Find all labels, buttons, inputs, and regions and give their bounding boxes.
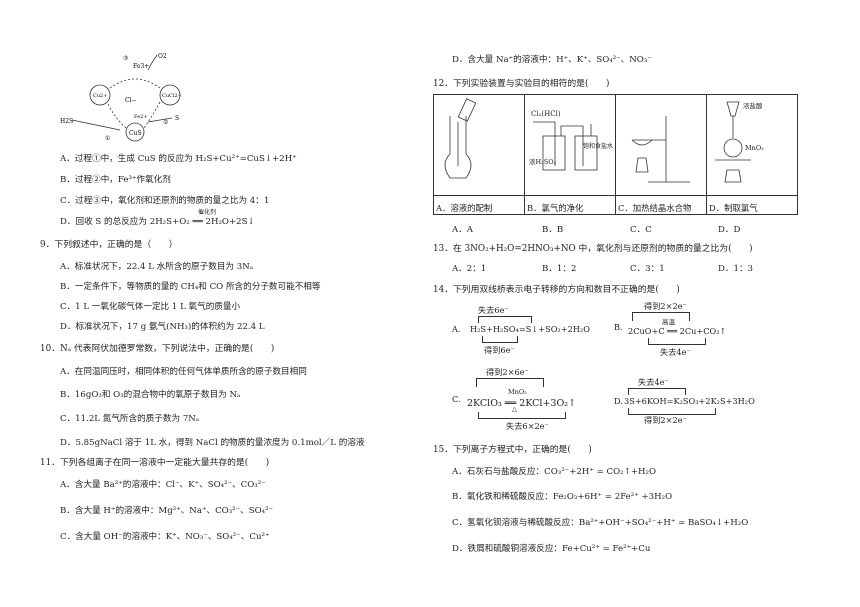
q14-d-top-bracket bbox=[628, 388, 686, 395]
gas-washing-bottles-icon: Cl₂(HCl) 浓H₂SO₄ 饱和食盐水 bbox=[529, 110, 613, 171]
q9-option-a: A．标准状况下，22.4 L 水所含的原子数目为 3Nₐ bbox=[60, 262, 254, 272]
caption-c: C．加热结晶水合物 bbox=[615, 195, 707, 215]
q14-a-bottom-bracket bbox=[482, 336, 518, 343]
q14-b-equation: 2CuO+C ══ 2Cu+CO₂↑ bbox=[628, 326, 727, 336]
q14-c-equation: 2KClO₃ ══ 2KCl+3O₂↑ bbox=[467, 398, 577, 409]
caption-d: D．制取氯气 bbox=[706, 195, 798, 215]
q14-b-top-bracket bbox=[632, 312, 690, 321]
redox-cycle-diagram: O2 Fe3+ Cu2+ CuCl2+ Cl− H2S Fe2+ S CuS ①… bbox=[60, 53, 182, 142]
q14-stem: 14．下列用双线桥表示电子转移的方向和数目不正确的是( ) bbox=[433, 285, 680, 295]
left-column: O2 Fe3+ Cu2+ CuCl2+ Cl− H2S Fe2+ S CuS ①… bbox=[30, 0, 430, 607]
q8-option-c: C．过程③中，氧化剂和还原剂的物质的量之比为 4：1 bbox=[60, 196, 270, 206]
q15-option-c: C．氢氧化钡溶液与稀硫酸反应：Ba²⁺+OH⁻+SO₄²⁻+H⁺ = BaSO₄… bbox=[452, 518, 749, 528]
q10-option-c: C．11.2L 氮气所含的质子数为 7Nₐ bbox=[60, 414, 200, 424]
q14-a-equation: H₂S+H₂SO₄=S↓+SO₂+2H₂O bbox=[470, 324, 590, 334]
fe3-label: Fe3+ bbox=[133, 63, 149, 70]
q10-option-d: D．5.85gNaCl 溶于 1L 水，得到 NaCl 的物质的量浓度为 0.1… bbox=[60, 438, 365, 448]
q12-apparatus-table: Cl₂(HCl) 浓H₂SO₄ 饱和食盐水 bbox=[433, 94, 798, 215]
q14-d-equation: 3S+6KOH=K₂SO₃+2K₂S+3H₂O bbox=[624, 396, 755, 406]
step-3-label: ③ bbox=[123, 55, 128, 62]
q11-stem: 11．下列各组离子在同一溶液中一定能大量共存的是( ) bbox=[40, 458, 270, 468]
cus-label: CuS bbox=[129, 130, 142, 137]
q13-option-b: B．1：2 bbox=[542, 264, 577, 274]
q9-option-b: B．一定条件下，等物质的量的 CH₄和 CO 所含的分子数可能不相等 bbox=[60, 282, 321, 292]
q14-c-condition: MnO₂ bbox=[508, 388, 527, 396]
q13-option-c: C．3：1 bbox=[630, 264, 665, 274]
q15-stem: 15．下列离子方程式中，正确的是( ) bbox=[433, 445, 592, 455]
q14-b-bottom-label: 失去4e⁻ bbox=[660, 347, 691, 357]
q15-option-d: D．铁屑和硫酸铜溶液反应：Fe+Cu²⁺ = Fe²⁺+Cu bbox=[452, 544, 651, 554]
q14-d-bottom-bracket bbox=[628, 408, 716, 415]
chlorine-generator-icon: 浓盐酸 MnO₂ bbox=[715, 101, 764, 183]
q8-option-d: D．回收 S 的总反应为 2H₂S+O₂ ══ 2H₂O+2S↓ bbox=[60, 217, 255, 227]
q12-option-d: D．D bbox=[718, 225, 741, 235]
apparatus-b-cell: Cl₂(HCl) 浓H₂SO₄ 饱和食盐水 bbox=[524, 94, 616, 196]
q13-option-d: D．1：3 bbox=[718, 264, 754, 274]
q14-a-top-label: 失去6e⁻ bbox=[478, 305, 509, 315]
q14-c-top-label: 得到2×6e⁻ bbox=[486, 367, 529, 377]
q11-option-d: D．含大量 Na⁺的溶液中：H⁺、K⁺、SO₄²⁻、NO₃⁻ bbox=[452, 55, 652, 65]
q9-stem: 9．下列叙述中，正确的是（ ） bbox=[40, 240, 178, 250]
cucl-label: CuCl2+ bbox=[162, 93, 182, 99]
q15-option-b: B．氧化铁和稀硫酸反应：Fe₂O₃+6H⁺ = 2Fe²⁺ +3H₂O bbox=[452, 492, 673, 502]
q14-a-bottom-label: 得到6e⁻ bbox=[484, 345, 515, 355]
step-2-label: ② bbox=[163, 119, 168, 126]
q11-option-a: A．含大量 Ba²⁺的溶液中：Cl⁻、K⁺、SO₄²⁻、CO₃²⁻ bbox=[60, 480, 266, 490]
q10-option-b: B．16gO₂和 O₃的混合物中的氧原子数目为 Nₐ bbox=[60, 390, 241, 400]
q12-stem: 12．下列实验装置与实验目的相符的是( ) bbox=[433, 79, 610, 89]
q14-d-letter: D. bbox=[614, 396, 623, 406]
q12-option-c: C．C bbox=[630, 225, 652, 235]
q9-option-d: D．标准状况下，17 g 氨气(NH₃)的体积约为 22.4 L bbox=[60, 322, 265, 332]
q12-option-a: A．A bbox=[452, 225, 474, 235]
q14-a-letter: A. bbox=[452, 324, 461, 334]
q14-d-top-label: 失去4e⁻ bbox=[638, 377, 669, 387]
cl-label: Cl− bbox=[125, 97, 137, 104]
q14-c-top-bracket bbox=[476, 378, 544, 387]
q11-option-b: B．含大量 H⁺的溶液中：Mg²⁺、Na⁺、CO₃²⁻、SO₄²⁻ bbox=[60, 506, 274, 516]
q13-stem: 13．在 3NO₂+H₂O=2HNO₃+NO 中，氧化剂与还原剂的物质的量之比为… bbox=[433, 244, 753, 254]
evaporating-dish-icon bbox=[631, 116, 690, 183]
apparatus-d-cell: 浓盐酸 MnO₂ bbox=[706, 94, 798, 196]
apparatus-a-cell bbox=[433, 94, 525, 196]
q14-b-top-label: 得到2×2e⁻ bbox=[644, 301, 687, 311]
q13-option-a: A．2：1 bbox=[452, 264, 487, 274]
o2-label: O2 bbox=[158, 53, 167, 60]
mno2-label: MnO₂ bbox=[745, 144, 764, 152]
q9-option-c: C．1 L 一氧化碳气体一定比 1 L 氧气的质量小 bbox=[60, 302, 241, 312]
h2s-label: H2S bbox=[60, 118, 73, 125]
fe2-label: Fe2+ bbox=[134, 114, 148, 120]
cl2-hcl-label: Cl₂(HCl) bbox=[531, 110, 561, 118]
volumetric-flask-icon bbox=[444, 98, 477, 179]
q14-c-bottom-label: 失去6×2e⁻ bbox=[506, 421, 549, 431]
q14-b-letter: B. bbox=[614, 322, 623, 332]
caption-a: A．溶液的配制 bbox=[433, 195, 525, 215]
q15-option-a: A．石灰石与盐酸反应：CO₃²⁻+2H⁺ = CO₂↑+H₂O bbox=[452, 467, 657, 477]
s-label: S bbox=[175, 115, 179, 122]
q8-option-b: B．过程②中，Fe³⁺作氧化剂 bbox=[60, 175, 171, 185]
q14-c-condition-heat: △ bbox=[512, 405, 517, 413]
q14-c-letter: C. bbox=[452, 394, 461, 404]
q8-d-condition: 催化剂 bbox=[198, 209, 217, 216]
q14-b-condition: 高温 bbox=[662, 318, 675, 326]
q8-option-a: A．过程①中，生成 CuS 的反应为 H₂S+Cu²⁺=CuS↓+2H⁺ bbox=[60, 154, 297, 164]
sat-nacl-label: 饱和食盐水 bbox=[583, 142, 613, 150]
q14-c-bottom-bracket bbox=[478, 412, 566, 419]
step-1-label: ① bbox=[105, 135, 110, 142]
q14-b-bottom-bracket bbox=[648, 338, 706, 345]
cu2-label: Cu2+ bbox=[93, 93, 107, 99]
q11-option-c: C．含大量 OH⁻的溶液中：K⁺、NO₃⁻、SO₄²⁻、Cu²⁺ bbox=[60, 532, 270, 542]
caption-b: B．氯气的净化 bbox=[524, 195, 616, 215]
conc-hcl-label: 浓盐酸 bbox=[743, 101, 763, 110]
q10-option-a: A．在同温同压时，相同体积的任何气体单质所含的原子数目相同 bbox=[60, 367, 307, 377]
q14-d-bottom-label: 得到2×2e⁻ bbox=[644, 415, 687, 425]
conc-h2so4-label: 浓H₂SO₄ bbox=[529, 157, 557, 166]
q14-a-top-bracket bbox=[478, 316, 532, 323]
q10-stem: 10．Nₐ 代表阿伏加德罗常数，下列说法中，正确的是( ) bbox=[40, 344, 275, 354]
q12-option-b: B．B bbox=[542, 225, 564, 235]
apparatus-c-cell bbox=[615, 94, 707, 196]
